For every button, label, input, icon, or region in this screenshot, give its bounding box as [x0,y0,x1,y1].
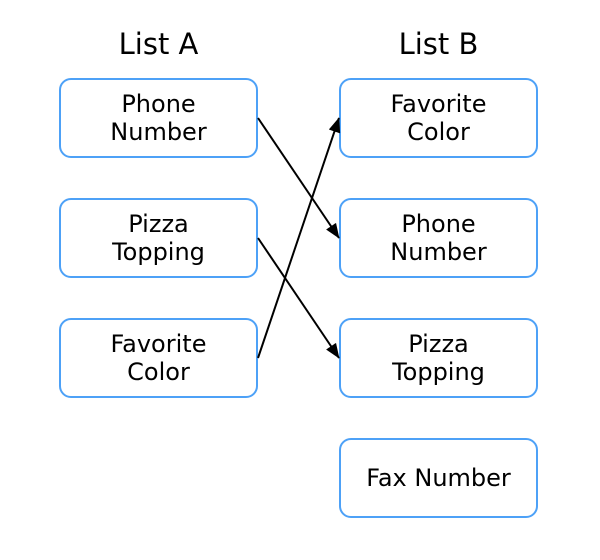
box-label-line: Topping [112,238,205,266]
box-label-line: Favorite [110,330,207,358]
box-label-line: Pizza [128,210,189,238]
box-label-line: Number [110,118,207,146]
connection-arrow [257,117,341,359]
box-a-favorite-color: Favorite Color [59,318,258,398]
box-label-line: Color [407,118,470,146]
connection-arrow [257,117,340,239]
list-b-title: List B [398,27,479,61]
box-label-line: Topping [392,358,485,386]
box-label-line: Number [390,238,487,266]
box-label-line: Fax Number [366,464,511,492]
box-a-pizza-topping: Pizza Topping [59,198,258,278]
box-b-phone-number: Phone Number [339,198,538,278]
box-label-line: Phone [121,90,196,118]
box-b-pizza-topping: Pizza Topping [339,318,538,398]
box-label-line: Color [127,358,190,386]
connection-arrow [257,237,340,359]
list-a-title: List A [118,27,199,61]
box-label-line: Favorite [390,90,487,118]
box-b-fax-number: Fax Number [339,438,538,518]
box-a-phone-number: Phone Number [59,78,258,158]
box-label-line: Pizza [408,330,469,358]
box-b-favorite-color: Favorite Color [339,78,538,158]
box-label-line: Phone [401,210,476,238]
